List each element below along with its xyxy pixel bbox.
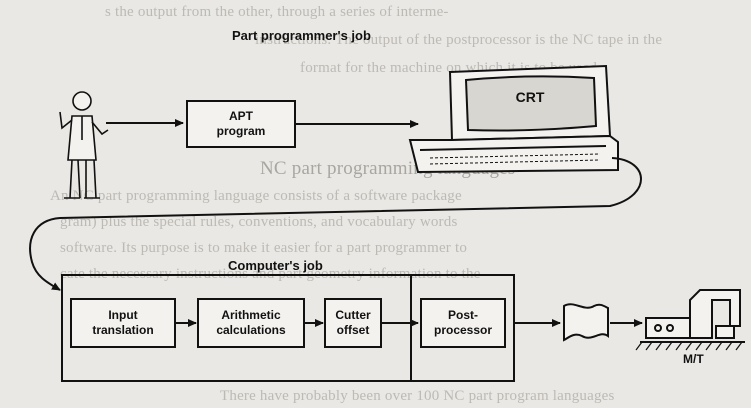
crt-label: CRT [515, 89, 545, 106]
input-translation-label: Input translation [92, 308, 154, 337]
part-programmer-title: Part programmer's job [232, 28, 371, 43]
input-translation-box: Input translation [70, 298, 176, 348]
postprocessor-box: Post- processor [420, 298, 506, 348]
computers-job-title: Computer's job [228, 258, 323, 273]
computers-job-frame [61, 274, 515, 382]
cutter-offset-box: Cutter offset [324, 298, 382, 348]
flow-curve [29, 157, 642, 291]
arithmetic-calculations-box: Arithmetic calculations [197, 298, 305, 348]
bg-text-line: An NC part programming language consists… [50, 188, 462, 204]
apt-program-label: APT program [216, 109, 266, 138]
machine-tool-icon [635, 289, 745, 351]
person-icon [59, 91, 109, 199]
nc-tape-icon [563, 303, 609, 342]
bg-text-line: s the output from the other, through a s… [105, 4, 449, 20]
postprocessor-label: Post- processor [433, 308, 493, 337]
apt-program-box: APT program [186, 100, 296, 148]
computer-terminal-icon [408, 64, 619, 174]
bg-text-line: gram) plus the special rules, convention… [60, 214, 458, 230]
bg-text-line: software. Its purpose is to make it easi… [60, 240, 468, 256]
machine-tool-label: M/T [683, 352, 704, 366]
bg-text-line: instructions. The output of the postproc… [255, 32, 663, 48]
cutter-offset-label: Cutter offset [335, 308, 371, 337]
bg-text-line: There have probably been over 100 NC par… [220, 388, 615, 404]
crt-label-box: CRT [480, 84, 580, 112]
arithmetic-calculations-label: Arithmetic calculations [216, 308, 286, 337]
